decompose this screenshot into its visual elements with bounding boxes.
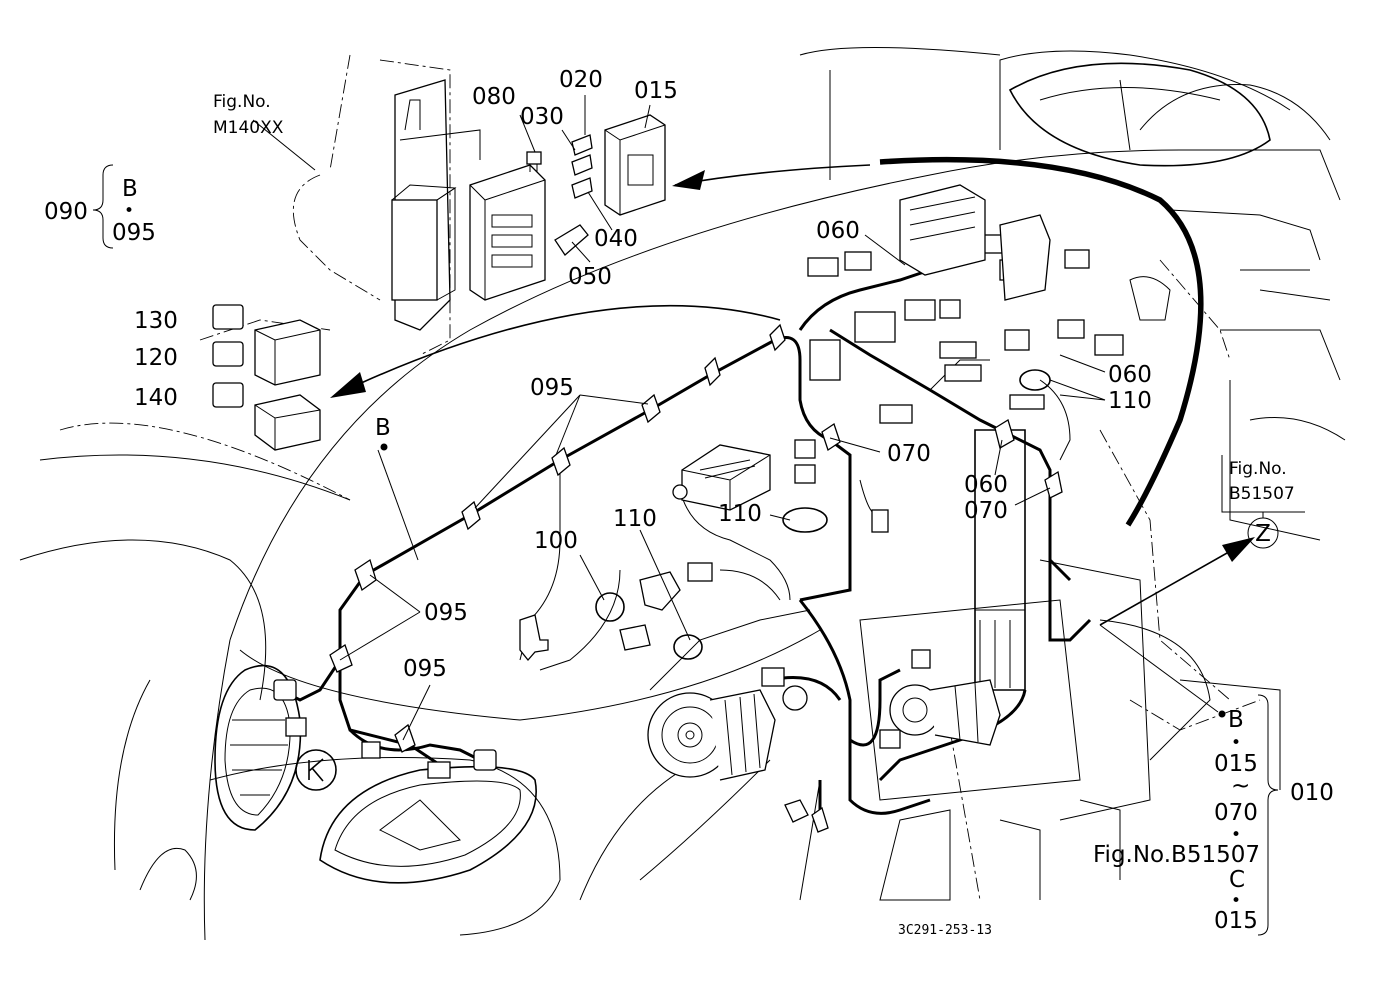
alternator (647, 689, 776, 781)
fuse-box-bracket (391, 79, 481, 331)
group-010-dot2: • (1231, 825, 1241, 845)
fig-ref-b51507: Fig.No. B51507 Z (1221, 455, 1305, 549)
z-marker-label: Z (1255, 521, 1271, 547)
group-010-line1: B (1228, 707, 1244, 733)
group-010-line5: C (1229, 867, 1245, 893)
callout-070-lower: 070 (964, 498, 1008, 524)
fig-ref-code-right: B51507 (1229, 484, 1295, 504)
z-marker-circle (1247, 517, 1279, 549)
point-b-marker-right (1218, 710, 1226, 718)
group-010: 010 B • 015 ~ 070 • Fig.No.B51507 C • 01… (1093, 694, 1334, 936)
dashboard-cluster (899, 184, 1171, 321)
callout-110-mid: 110 (718, 501, 762, 527)
group-090: 090 B • 095 (44, 164, 156, 249)
callout-020: 020 (559, 67, 603, 93)
callout-095-mid: 095 (424, 600, 468, 626)
callout-100: 100 (534, 528, 578, 554)
callout-050: 050 (568, 264, 612, 290)
callout-060-top: 060 (816, 218, 860, 244)
fig-ref-code-top: M140XX (213, 118, 284, 138)
fig-ref-label-right: Fig.No. (1229, 459, 1287, 479)
group-090-top: B (122, 176, 138, 202)
part-callouts: 080 020 015 030 040 050 060 060 110 070 … (134, 67, 1152, 682)
group-090-number: 090 (44, 199, 88, 225)
starter-motor (889, 679, 1001, 746)
fuse-box-cover (604, 114, 666, 216)
fig-ref-label-top: Fig.No. (213, 92, 271, 112)
group-090-bottom: 095 (112, 220, 156, 246)
control-unit (672, 444, 771, 511)
callout-070-mid: 070 (887, 441, 931, 467)
callout-110-right: 110 (1108, 388, 1152, 414)
group-010-line4: Fig.No.B51507 (1093, 842, 1260, 868)
reference-arrows (330, 164, 1255, 626)
sensors (519, 571, 829, 833)
fuses (554, 134, 593, 256)
callout-140: 140 (134, 385, 178, 411)
callout-060-right: 060 (1108, 362, 1152, 388)
group-010-dot1: • (1231, 733, 1241, 753)
callout-030: 030 (520, 104, 564, 130)
fuse-box-screw (526, 151, 542, 172)
harness-connectors (273, 234, 1124, 779)
group-010-tilde: ~ (1231, 773, 1250, 799)
fuse-box-body (469, 164, 546, 301)
callout-095-top: 095 (530, 375, 574, 401)
callout-110-left: 110 (613, 506, 657, 532)
group-010-line6: 015 (1214, 908, 1258, 934)
callout-040: 040 (594, 226, 638, 252)
drawing-number: 3C291-253-13 (898, 923, 992, 938)
callout-080: 080 (472, 84, 516, 110)
harness-clamps (329, 323, 1063, 753)
group-010-line3: 070 (1214, 800, 1258, 826)
connector-parts-130-120-140 (212, 304, 321, 451)
group-010-dot3: • (1231, 891, 1241, 911)
group-010-number: 010 (1290, 780, 1334, 806)
callout-060-mid: 060 (964, 472, 1008, 498)
main-battery-cable (879, 156, 1204, 527)
callout-120: 120 (134, 345, 178, 371)
callout-095-lower: 095 (403, 656, 447, 682)
tractor-body-outline (19, 47, 1346, 941)
point-b-marker (380, 443, 388, 451)
callout-b-point: B (375, 415, 391, 441)
group-010-line2: 015 (1214, 751, 1258, 777)
callout-015: 015 (634, 78, 678, 104)
group-090-dot: • (124, 201, 134, 221)
leader-lines (252, 95, 1219, 741)
callout-130: 130 (134, 308, 178, 334)
